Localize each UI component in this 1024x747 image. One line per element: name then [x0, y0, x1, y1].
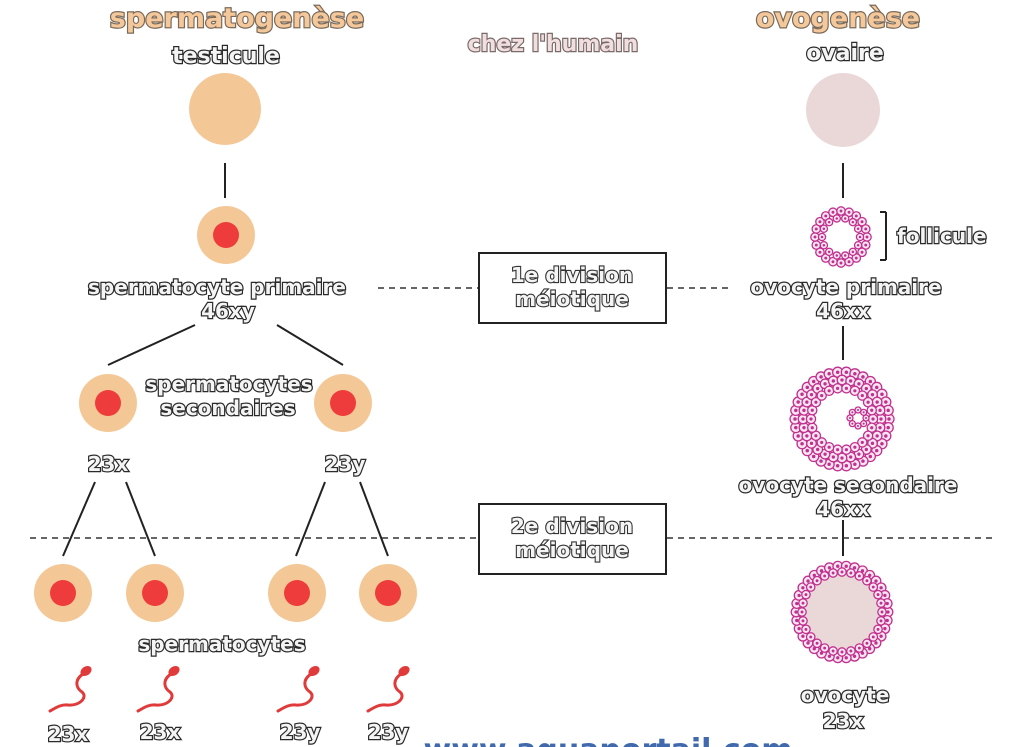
primary-spermatocyte-cell	[197, 206, 255, 264]
primary-spermatocyte-chromosomes: 46xy	[201, 299, 255, 323]
final-oocyte-chromosomes: 23x	[823, 709, 864, 733]
secondary-oocyte-label: ovocyte secondaire	[739, 473, 958, 497]
sperm-1-chromosomes: 23x	[48, 722, 89, 746]
testis-circle	[189, 73, 261, 145]
ovary-label: ovaire	[806, 41, 884, 66]
spermatid-4	[359, 564, 417, 622]
primary-oocyte-chromosomes: 46xx	[816, 299, 870, 323]
secondary-spermatocyte-left	[79, 374, 137, 432]
spermatid-2	[126, 564, 184, 622]
final-oocyte-label: ovocyte	[801, 683, 890, 707]
secondary-oocyte-chromosomes: 46xx	[816, 497, 870, 521]
secondary-spermatocytes-label-line1: spermatocytes	[145, 372, 312, 396]
species-subtitle: chez l'humain	[468, 32, 639, 57]
secondary-spermatocyte-right	[314, 374, 372, 432]
spermatids-label: spermatocytes	[138, 632, 305, 656]
ovary-circle	[806, 73, 880, 147]
secondary-left-chromosomes: 23x	[88, 452, 129, 476]
follicle-label: follicule	[897, 224, 987, 248]
spermatogenesis-title: spermatogenèse	[110, 3, 364, 34]
secondary-oocyte-follicle	[789, 366, 895, 472]
sperm-cell-2	[136, 665, 180, 713]
sperm-3-chromosomes: 23y	[280, 720, 321, 744]
second-meiotic-division-box	[478, 503, 667, 575]
primary-spermatocyte-label: spermatocyte primaire	[88, 275, 346, 299]
sperm-cell-3	[276, 665, 320, 713]
sperm-cell-1	[48, 665, 92, 713]
spermatid-3	[268, 564, 326, 622]
primary-oocyte-follicle	[810, 206, 872, 268]
primary-oocyte-label: ovocyte primaire	[750, 275, 941, 299]
testis-label: testicule	[172, 44, 280, 69]
secondary-spermatocytes-label-line2: secondaires	[160, 396, 295, 420]
sperm-cell-4	[366, 665, 410, 713]
sperm-2-chromosomes: 23x	[140, 720, 181, 744]
watermark: www.aquaportail.com	[423, 733, 792, 747]
first-division-line2: méiotique	[515, 287, 629, 311]
second-division-line1: 2e division	[511, 514, 633, 538]
spermatid-1	[34, 564, 92, 622]
first-meiotic-division-box	[478, 252, 667, 324]
oogenesis-title: ovogenèse	[756, 3, 920, 34]
secondary-right-chromosomes: 23y	[325, 452, 366, 476]
sperm-4-chromosomes: 23y	[368, 720, 409, 744]
first-division-line1: 1e division	[511, 263, 633, 287]
final-oocyte-follicle	[790, 560, 894, 664]
second-division-line2: méiotique	[515, 538, 629, 562]
